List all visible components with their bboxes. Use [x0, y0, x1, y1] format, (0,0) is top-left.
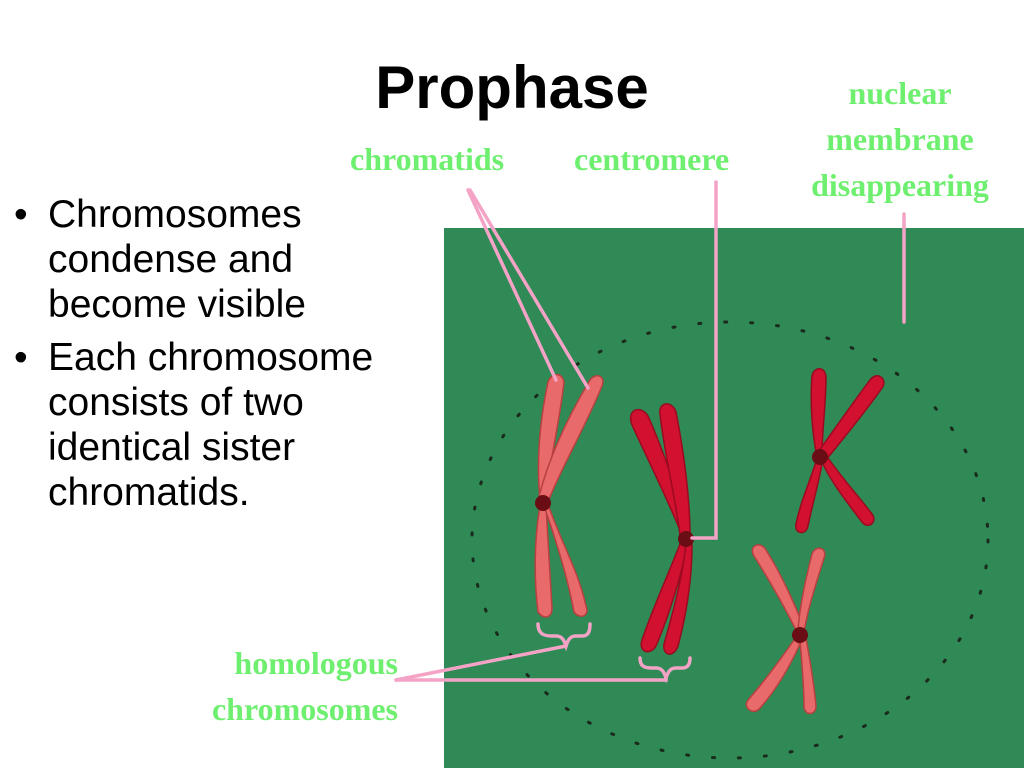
bullet-item: • Each chromosome consists of two identi… — [14, 335, 434, 515]
bullet-dot: • — [14, 193, 28, 236]
chromatids-pointer-b — [468, 188, 590, 390]
cell-panel — [444, 228, 1024, 768]
label-homologous-line-1: homologous — [234, 645, 398, 681]
centromere-pointer — [690, 180, 718, 540]
centromere-1 — [535, 495, 551, 511]
label-chromatids: chromatids — [350, 141, 505, 177]
bullet-list: • Chromosomes condense and become visibl… — [14, 192, 434, 523]
centromere-4 — [792, 627, 808, 643]
label-homologous-line-2: chromosomes — [211, 691, 398, 727]
chromosome-3 — [795, 368, 885, 534]
nuclear-membrane-outline — [470, 320, 990, 760]
bullet-dot: • — [14, 336, 28, 379]
chromosome-2 — [629, 403, 694, 655]
centromere-2 — [678, 531, 694, 547]
label-nuclear-line-3: disappearing — [811, 167, 989, 203]
homologous-pointer-b — [394, 676, 668, 682]
label-centromere: centromere — [574, 141, 730, 177]
bullet-text: Each chromosome consists of two identica… — [48, 336, 374, 514]
bullet-text: Chromosomes condense and become visible — [48, 193, 306, 326]
homologous-pointer-a — [394, 644, 568, 682]
chromosome-1 — [534, 373, 604, 618]
bullet-item: • Chromosomes condense and become visibl… — [14, 192, 434, 327]
centromere-3 — [812, 449, 828, 465]
label-nuclear-line-2: membrane — [826, 121, 974, 157]
chromosome-4 — [745, 544, 826, 715]
pointer-lines — [394, 180, 906, 684]
label-homologous-chromosomes: homologous chromosomes — [150, 640, 398, 732]
label-nuclear-membrane: nuclear membrane disappearing — [784, 70, 1016, 208]
chromatids-pointer-a — [466, 188, 558, 382]
slide-title: Prophase — [375, 54, 649, 121]
label-nuclear-line-1: nuclear — [848, 75, 952, 111]
